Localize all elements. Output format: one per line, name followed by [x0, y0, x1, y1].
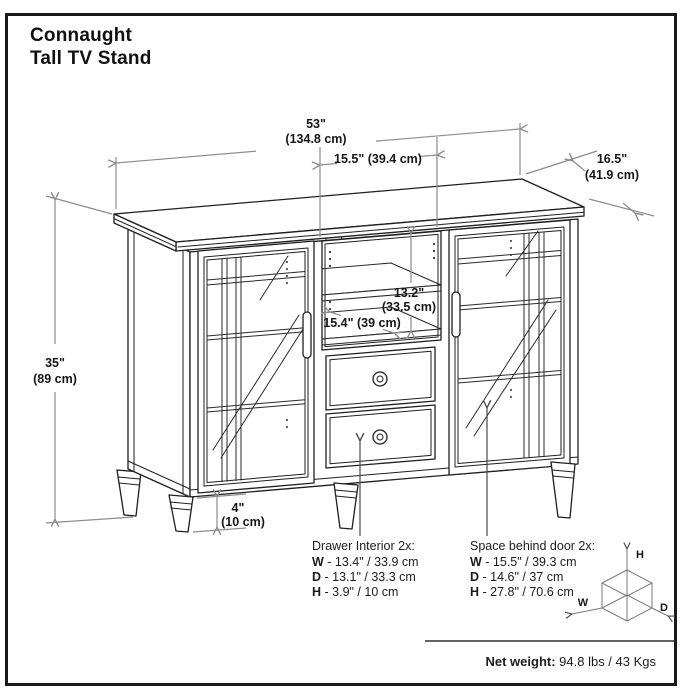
dim-height-inches: 35"	[45, 356, 65, 370]
door-callout-row: W - 15.5" / 39.3 cm	[470, 555, 595, 570]
axis-d-label: D	[660, 602, 668, 614]
drawer-callout-row: H - 3.9" / 10 cm	[312, 585, 419, 600]
dim-interior-height-cm: (33.5 cm)	[382, 300, 436, 314]
spec-key: D	[470, 570, 480, 584]
dim-height-cm: (89 cm)	[33, 372, 77, 386]
dim-opening-width	[320, 137, 437, 237]
shelf-pin-holes	[328, 242, 436, 311]
drawer-stack	[325, 346, 436, 469]
dimension-labels: 53" (134.8 cm) 15.5" (39.4 cm) 16.5" (41…	[33, 117, 639, 529]
dim-depth-cm: (41.9 cm)	[585, 168, 639, 182]
net-weight: Net weight: 94.8 lbs / 43 Kgs	[485, 654, 656, 669]
table-top	[113, 178, 585, 252]
spec-value: - 13.4" / 33.9 cm	[323, 555, 419, 569]
drawer-knob	[372, 371, 388, 387]
dim-depth-inches: 16.5"	[597, 152, 627, 166]
page-title: Connaught Tall TV Stand	[30, 24, 152, 70]
product-name: Connaught	[30, 25, 133, 46]
callout-leaders	[360, 408, 487, 536]
dim-shelf-depth	[330, 312, 394, 333]
left-door-handle	[302, 311, 312, 359]
drawer-callout-title: Drawer Interior 2x:	[312, 539, 415, 553]
page-border	[5, 13, 677, 686]
spec-value: - 15.5" / 39.3 cm	[481, 555, 577, 569]
back-left-leg	[116, 469, 142, 517]
dim-interior-height-inches: 13.2"	[394, 286, 424, 300]
dim-leg-height-inches: 4"	[232, 501, 245, 515]
drawer-knob	[372, 429, 388, 445]
axis-w-label: W	[578, 597, 589, 609]
spec-key: H	[470, 585, 480, 599]
door-callout-row: H - 27.8" / 70.6 cm	[470, 585, 595, 600]
dim-opening-width-label: 15.5" (39.4 cm)	[334, 152, 422, 166]
left-door-glass-details	[206, 255, 306, 483]
spec-key: H	[312, 585, 322, 599]
right-door-glass-details	[457, 230, 562, 459]
dim-height	[45, 196, 134, 523]
axis-h-label: H	[636, 549, 644, 561]
spec-key: D	[312, 570, 322, 584]
drawer-bottom	[325, 404, 436, 469]
dim-width-inches: 53"	[306, 117, 326, 131]
dimension-lines	[45, 123, 655, 532]
drawer-callout-row: W - 13.4" / 33.9 cm	[312, 555, 419, 570]
spec-value: - 3.9" / 10 cm	[321, 585, 399, 599]
spec-value: - 27.8" / 70.6 cm	[479, 585, 574, 599]
right-door-handle	[451, 291, 461, 338]
dim-leg-height	[192, 494, 247, 532]
door-callout-title: Space behind door 2x:	[470, 539, 596, 553]
dim-shelf-depth-label: 15.4" (39 cm)	[323, 316, 401, 330]
drawer-interior-callout: Drawer Interior 2x: W - 13.4" / 33.9 cm …	[312, 539, 419, 600]
axis-cube-labels: H W D	[578, 549, 668, 614]
spec-value: - 13.1" / 33.3 cm	[321, 570, 416, 584]
drawer-top	[325, 346, 436, 411]
front-left-leg	[168, 494, 194, 533]
right-glass-door	[448, 219, 571, 476]
door-callout-row: D - 14.6" / 37 cm	[470, 570, 595, 585]
spec-value: - 14.6" / 37 cm	[479, 570, 564, 584]
space-behind-door-callout: Space behind door 2x: W - 15.5" / 39.3 c…	[470, 539, 595, 600]
spec-key: W	[312, 555, 324, 569]
center-leg	[333, 482, 359, 530]
net-weight-value: 94.8 lbs / 43 Kgs	[555, 654, 656, 669]
front-right-leg	[550, 461, 576, 519]
drawer-callout-row: D - 13.1" / 33.3 cm	[312, 570, 419, 585]
dim-depth	[525, 150, 655, 216]
product-type: Tall TV Stand	[30, 48, 152, 69]
left-side-panel	[127, 223, 191, 498]
dim-overall-width	[116, 123, 520, 209]
dim-leg-height-cm: (10 cm)	[221, 515, 265, 529]
dim-width-cm: (134.8 cm)	[285, 132, 346, 146]
axis-cube-icon	[572, 549, 668, 621]
tv-stand-drawing	[113, 178, 585, 533]
spec-key: W	[470, 555, 482, 569]
left-glass-door	[197, 240, 315, 494]
legs	[168, 461, 576, 533]
net-weight-label: Net weight:	[485, 654, 556, 669]
